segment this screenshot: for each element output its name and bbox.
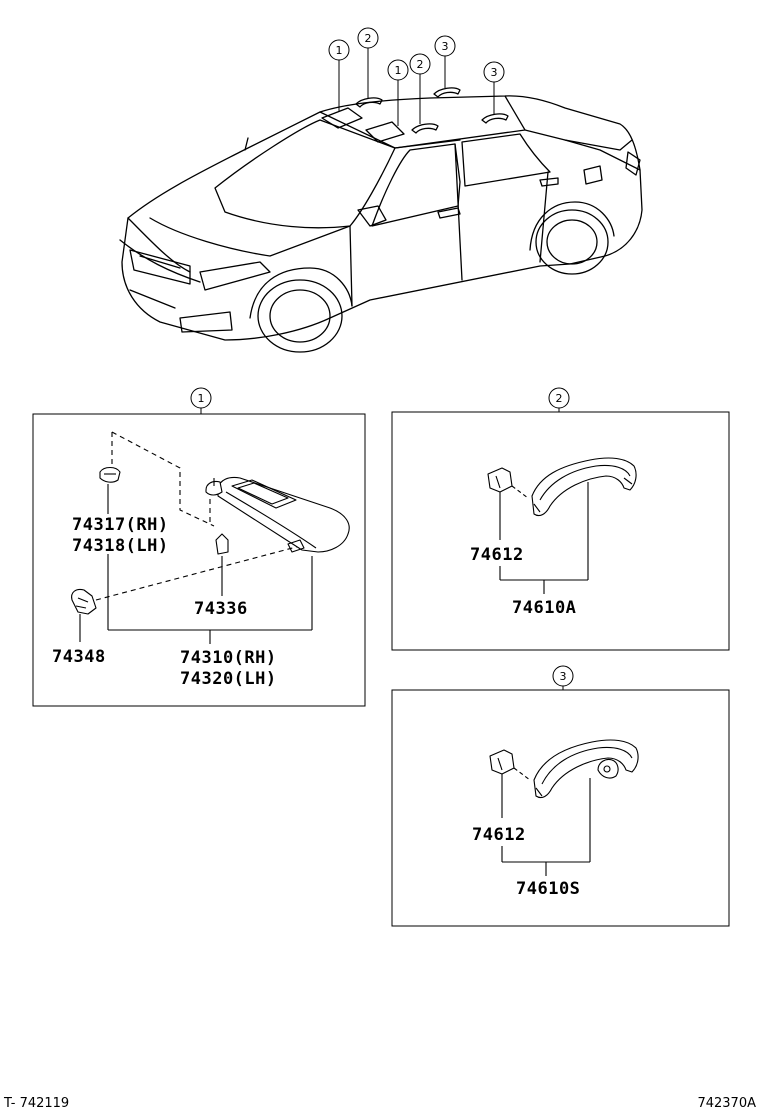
- part-label-74317: 74317(RH): [72, 515, 169, 535]
- part-label-74320: 74320(LH): [180, 669, 277, 689]
- svg-text:3: 3: [442, 40, 449, 53]
- panel-2-header: 2: [548, 387, 570, 412]
- part-label-74336: 74336: [194, 599, 248, 619]
- panel-1-drawing: [71, 431, 350, 644]
- car-callout-leaders: [338, 48, 495, 126]
- part-label-74610A: 74610A: [512, 598, 576, 618]
- panel-3-drawing: [489, 739, 639, 876]
- car-illustration: [119, 87, 643, 353]
- car-callout-3b: 3: [483, 61, 505, 83]
- panel-3-header: 3: [552, 665, 574, 690]
- car-callout-2b: 2: [409, 53, 431, 75]
- svg-text:2: 2: [556, 392, 563, 405]
- svg-text:1: 1: [395, 64, 402, 77]
- panel-2-drawing: [487, 457, 637, 594]
- car-callout-2a: 2: [357, 27, 379, 49]
- part-label-74612-b: 74612: [472, 825, 526, 845]
- footer-figure-code-left: T- 742119: [3, 1096, 69, 1111]
- part-label-74310: 74310(RH): [180, 648, 277, 668]
- part-label-74610S: 74610S: [516, 879, 580, 899]
- car-callout-1b: 1: [387, 59, 409, 81]
- part-label-74612-a: 74612: [470, 545, 524, 565]
- car-callout-3a: 3: [434, 35, 456, 57]
- panel-3-frame: [391, 689, 730, 927]
- svg-text:1: 1: [198, 392, 205, 405]
- part-label-74318: 74318(LH): [72, 536, 169, 556]
- svg-text:2: 2: [417, 58, 424, 71]
- svg-text:2: 2: [365, 32, 372, 45]
- panel-1-frame: [32, 413, 366, 707]
- car-callout-1a: 1: [328, 39, 350, 61]
- part-label-74348: 74348: [52, 647, 106, 667]
- panel-2-frame: [391, 411, 730, 651]
- svg-text:1: 1: [336, 44, 343, 57]
- svg-text:3: 3: [491, 66, 498, 79]
- panel-1-header: 1: [190, 387, 212, 414]
- footer-figure-code-right: 742370A: [697, 1096, 756, 1111]
- svg-text:3: 3: [560, 670, 567, 683]
